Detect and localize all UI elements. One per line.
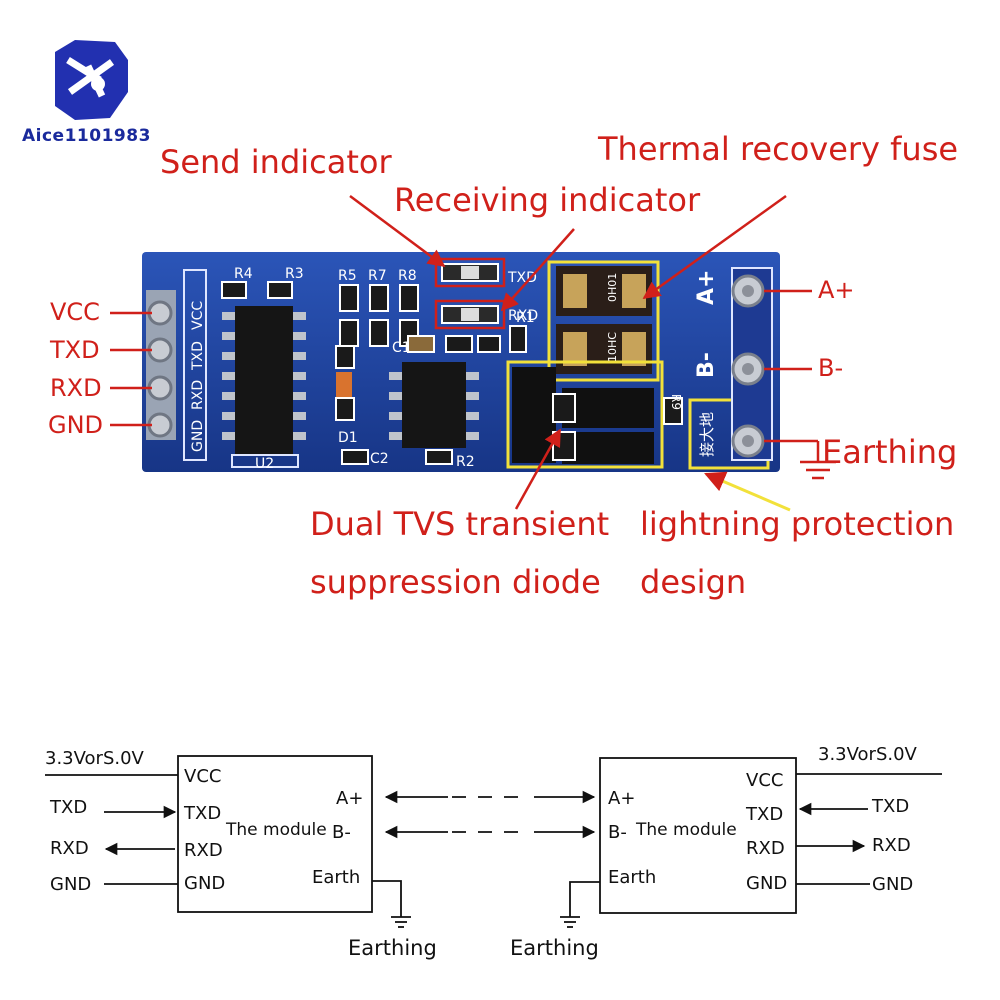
lightning-protection-label-line2: design xyxy=(640,563,747,601)
silk-fuse1: 0H01 xyxy=(606,273,619,302)
silk-vcc: VCC xyxy=(190,301,206,330)
left-pin-lines xyxy=(110,311,152,427)
right-earthing-label: Earthing xyxy=(510,936,599,960)
left-module-name: The module xyxy=(226,820,327,840)
silk-r9: R9 xyxy=(669,394,683,410)
send-indicator-label: Send indicator xyxy=(160,143,392,181)
silk-gnd: GND xyxy=(190,420,206,452)
right-ext-rxd: RXD xyxy=(872,835,911,856)
right-pin-gnd: GND xyxy=(746,873,788,894)
pin-label-b-minus: B- xyxy=(818,354,844,382)
left-pin-gnd: GND xyxy=(184,873,226,894)
pin-label-a-plus: A+ xyxy=(818,276,855,304)
brand-logo xyxy=(55,40,128,120)
silk-a-plus: A+ xyxy=(694,270,719,305)
silk-u2: U2 xyxy=(255,456,274,472)
pin-label-rxd: RXD xyxy=(50,374,102,402)
right-ext-gnd: GND xyxy=(872,874,914,895)
silk-r7: R7 xyxy=(368,268,387,284)
right-module-name: The module xyxy=(636,820,737,840)
left-supply-label: 3.3VorS.0V xyxy=(45,748,144,769)
left-pin-txd: TXD xyxy=(184,803,222,824)
pin-label-gnd: GND xyxy=(48,411,104,439)
left-earthing-label: Earthing xyxy=(348,936,437,960)
silk-b-minus: B- xyxy=(694,352,719,378)
pin-label-earthing: Earthing xyxy=(822,433,958,471)
right-pin-rxd: RXD xyxy=(746,838,785,859)
left-pin-earth: Earth xyxy=(312,867,361,888)
left-ext-rxd: RXD xyxy=(50,838,89,859)
silk-led-rxd: RXD xyxy=(508,308,538,324)
board-silkscreen-text: VCC TXD RXD GND U2 D1 R4 R3 R5 R7 R8 C1 … xyxy=(190,266,719,472)
lightning-protection-label-line1: lightning protection xyxy=(640,505,955,543)
silk-r2: R2 xyxy=(456,454,475,470)
silk-ground-cn: 接大地 xyxy=(698,412,716,457)
tvs-diode-label-line1: Dual TVS transient xyxy=(310,505,610,543)
left-ext-gnd: GND xyxy=(50,874,92,895)
right-pin-earth: Earth xyxy=(608,867,657,888)
right-pin-lines xyxy=(764,289,836,480)
silk-rxd: RXD xyxy=(190,380,206,410)
silk-txd: TXD xyxy=(190,341,206,371)
left-pin-vcc: VCC xyxy=(184,766,222,787)
silk-r4: R4 xyxy=(234,266,253,282)
silk-r3: R3 xyxy=(285,266,304,282)
left-ext-txd: TXD xyxy=(50,797,88,818)
receiving-indicator-label: Receiving indicator xyxy=(394,181,701,219)
right-pin-b: B- xyxy=(608,822,627,843)
left-pin-rxd: RXD xyxy=(184,840,223,861)
rs485-module-board xyxy=(142,252,780,472)
silk-r8: R8 xyxy=(398,268,417,284)
silk-led-txd: TXD xyxy=(507,270,537,286)
silk-r5: R5 xyxy=(338,268,357,284)
left-pin-b: B- xyxy=(332,822,351,843)
thermal-fuse-label: Thermal recovery fuse xyxy=(598,130,959,168)
lightning-pointer xyxy=(704,471,791,512)
right-pin-a: A+ xyxy=(608,788,636,809)
silk-d1: D1 xyxy=(338,430,358,446)
right-pin-txd: TXD xyxy=(746,804,784,825)
silk-r1: R1 xyxy=(516,310,535,326)
silk-fuse2: 10HC xyxy=(606,332,619,362)
silk-c1: C1 xyxy=(392,340,411,356)
wiring-diagram xyxy=(45,755,942,928)
brand-name: Aice1101983 xyxy=(22,126,151,146)
right-ext-txd: TXD xyxy=(872,796,910,817)
tvs-diode-label-line2: suppression diode xyxy=(310,563,601,601)
left-pin-a: A+ xyxy=(336,788,364,809)
pin-label-vcc: VCC xyxy=(50,298,100,326)
pin-label-txd: TXD xyxy=(50,336,100,364)
silk-c2: C2 xyxy=(370,451,389,467)
right-pin-vcc: VCC xyxy=(746,770,784,791)
annotation-pointers xyxy=(349,194,787,510)
right-supply-label: 3.3VorS.0V xyxy=(818,744,917,765)
